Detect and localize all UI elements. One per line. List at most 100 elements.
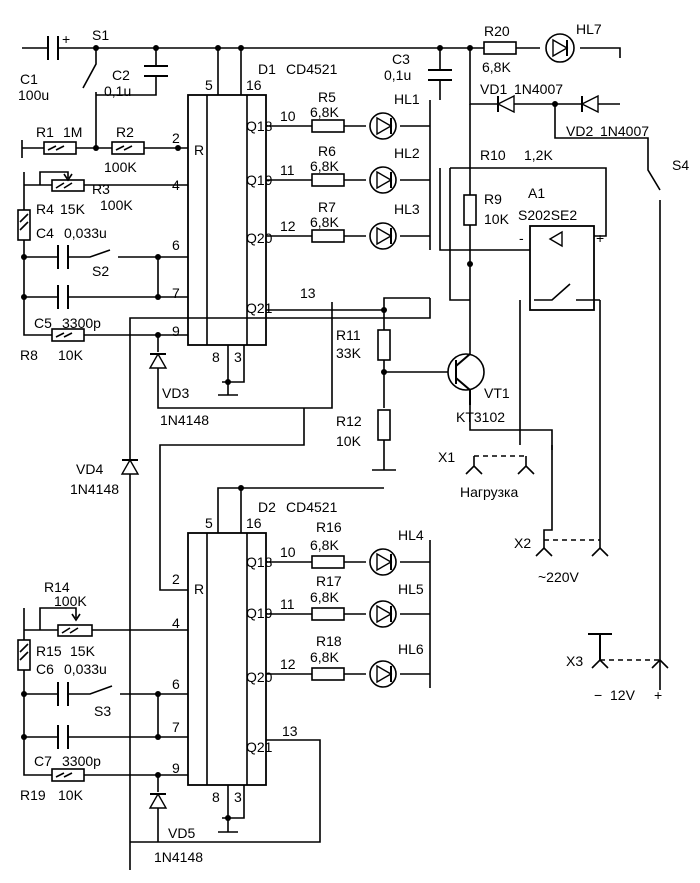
- led-hl5: [369, 600, 397, 628]
- d2-pin6: 6: [172, 676, 180, 692]
- r17-ref: R17: [316, 573, 342, 589]
- d1-pin5: 5: [205, 77, 213, 93]
- c3-ref: C3: [392, 51, 410, 67]
- d2-q21: Q21: [246, 739, 273, 755]
- r2-ref: R2: [116, 124, 134, 140]
- d2-type: CD4521: [286, 499, 338, 515]
- d1-pin8: 8: [212, 349, 220, 365]
- r10-value: 1,2K: [524, 147, 553, 163]
- vd1-type: 1N4007: [514, 81, 563, 97]
- r4-value: 15K: [60, 201, 86, 217]
- c4-ref: C4: [36, 225, 54, 241]
- r15-ref: R15: [36, 643, 62, 659]
- hl6-label: HL6: [398, 641, 424, 657]
- r19-ref: R19: [20, 787, 46, 803]
- hl3-label: HL3: [394, 201, 420, 217]
- d1-pin11: 11: [280, 162, 295, 178]
- r10-ref: R10: [480, 147, 506, 163]
- d1-section: + C1 100u S1 C2 0,1u D1 CD4521 5 16 R Q1…: [17, 21, 689, 870]
- d1-pin7: 7: [172, 285, 180, 301]
- r15-value: 15K: [70, 643, 96, 659]
- d1-pin12: 12: [280, 218, 296, 234]
- hl1-label: HL1: [394, 91, 420, 107]
- s1-label: S1: [92, 27, 109, 43]
- c3-value: 0,1u: [384, 67, 411, 83]
- vd2-type: 1N4007: [600, 123, 649, 139]
- r16-value: 6,8K: [310, 537, 339, 553]
- r16-ref: R16: [316, 519, 342, 535]
- hl7-label: HL7: [576, 21, 602, 37]
- vd5-ref: VD5: [168, 825, 195, 841]
- r12-value: 10K: [336, 433, 362, 449]
- x3-ref: X3: [566, 653, 583, 669]
- r12-ref: R12: [336, 413, 362, 429]
- r6-value: 6,8K: [310, 158, 339, 174]
- hl4-label: HL4: [398, 527, 424, 543]
- a1-ref: A1: [528, 185, 545, 201]
- d2-pin13: 13: [282, 723, 298, 739]
- r8-ref: R8: [20, 347, 38, 363]
- d2-pin12: 12: [280, 656, 296, 672]
- r7-ref: R7: [318, 199, 336, 215]
- a1-type: S202SE2: [518, 207, 577, 223]
- vd4-type: 1N4148: [70, 481, 119, 497]
- d1-pin6: 6: [172, 237, 180, 253]
- vd3-ref: VD3: [162, 385, 189, 401]
- x3-minus: −: [594, 687, 602, 703]
- d2-pin5: 5: [205, 515, 213, 531]
- s3-label: S3: [94, 703, 111, 719]
- r20-ref: R20: [484, 23, 510, 39]
- r20-value: 6,8K: [482, 59, 511, 75]
- r5-value: 6,8K: [310, 104, 339, 120]
- x1-ref: X1: [438, 449, 455, 465]
- d1-r-label: R: [194, 142, 204, 158]
- a1-minus: -: [519, 230, 524, 246]
- c1-plus: +: [62, 31, 70, 47]
- d2-q18: Q18: [246, 554, 273, 570]
- d1-q19: Q19: [246, 172, 273, 188]
- d2-q19: Q19: [246, 605, 273, 621]
- r2-value: 100K: [104, 159, 137, 175]
- r1-value: 1M: [63, 124, 82, 140]
- chip-d2: [187, 532, 267, 786]
- r3-ref: R3: [92, 181, 110, 197]
- r9-ref: R9: [484, 191, 502, 207]
- r18-ref: R18: [316, 633, 342, 649]
- hl2-label: HL2: [394, 145, 420, 161]
- d2-r-label: R: [194, 581, 204, 597]
- c7-value: 3300p: [62, 753, 101, 769]
- r19-value: 10K: [58, 787, 84, 803]
- d1-q20: Q20: [246, 230, 273, 246]
- r18-value: 6,8K: [310, 649, 339, 665]
- d1-pin13: 13: [300, 285, 316, 301]
- c6-ref: C6: [36, 661, 54, 677]
- r17-value: 6,8K: [310, 589, 339, 605]
- led-hl1: [369, 112, 397, 140]
- r11-value: 33K: [336, 345, 362, 361]
- x3-label: 12V: [610, 687, 636, 703]
- d2-ref: D2: [258, 499, 276, 515]
- capacitor-c1: [47, 36, 59, 60]
- c5-ref: C5: [34, 315, 52, 331]
- r3-value: 100K: [100, 197, 133, 213]
- connectors: X1 Нагрузка X2 ~220V X3 − 12V +: [438, 405, 669, 703]
- x2-label: ~220V: [538, 569, 580, 585]
- vt1-type: KT3102: [456, 409, 505, 425]
- vt1-ref: VT1: [484, 385, 510, 401]
- hl5-label: HL5: [398, 581, 424, 597]
- d2-pin16: 16: [246, 515, 262, 531]
- r1-ref: R1: [36, 124, 54, 140]
- r11-ref: R11: [336, 327, 361, 343]
- c1-value: 100u: [18, 87, 49, 103]
- s4-label: S4: [672, 157, 689, 173]
- led-hl2: [369, 166, 397, 194]
- vd4-ref: VD4: [76, 461, 103, 477]
- led-hl7: [545, 33, 575, 63]
- vd1-ref: VD1: [480, 81, 507, 97]
- transistor-vt1: [447, 350, 485, 405]
- relay-a1: [529, 225, 595, 311]
- x1-label: Нагрузка: [460, 484, 518, 500]
- r6-ref: R6: [318, 143, 336, 159]
- vd2-ref: VD2: [566, 123, 593, 139]
